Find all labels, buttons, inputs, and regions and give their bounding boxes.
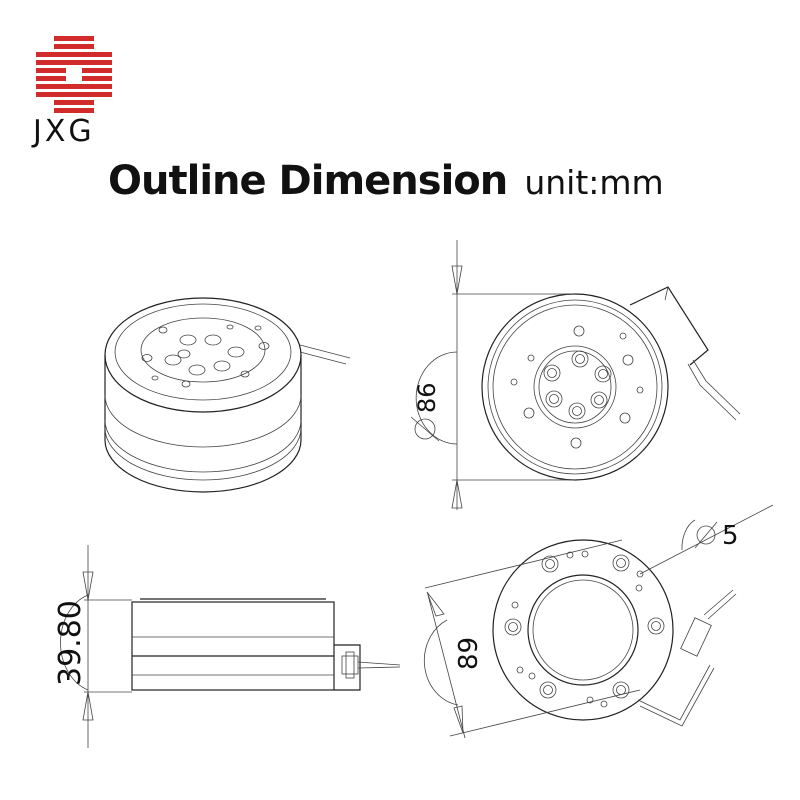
dim-bolt-circle: 89: [454, 637, 484, 670]
dim-height: 39.80: [53, 600, 88, 686]
title-row: Outline Dimension unit:mm: [108, 158, 664, 204]
isometric-view: [104, 297, 351, 493]
unit-label: unit:mm: [524, 163, 664, 202]
dim-hole-diameter: 5: [722, 521, 739, 551]
side-view: 39.80: [53, 545, 401, 748]
jxg-logo-icon: [36, 36, 112, 113]
bottom-view: 89 5: [423, 504, 774, 739]
page-title: Outline Dimension: [108, 158, 508, 204]
brand-name: JXG: [33, 114, 95, 149]
top-view: 86: [410, 240, 741, 510]
dim-outer-diameter: 86: [413, 382, 441, 413]
